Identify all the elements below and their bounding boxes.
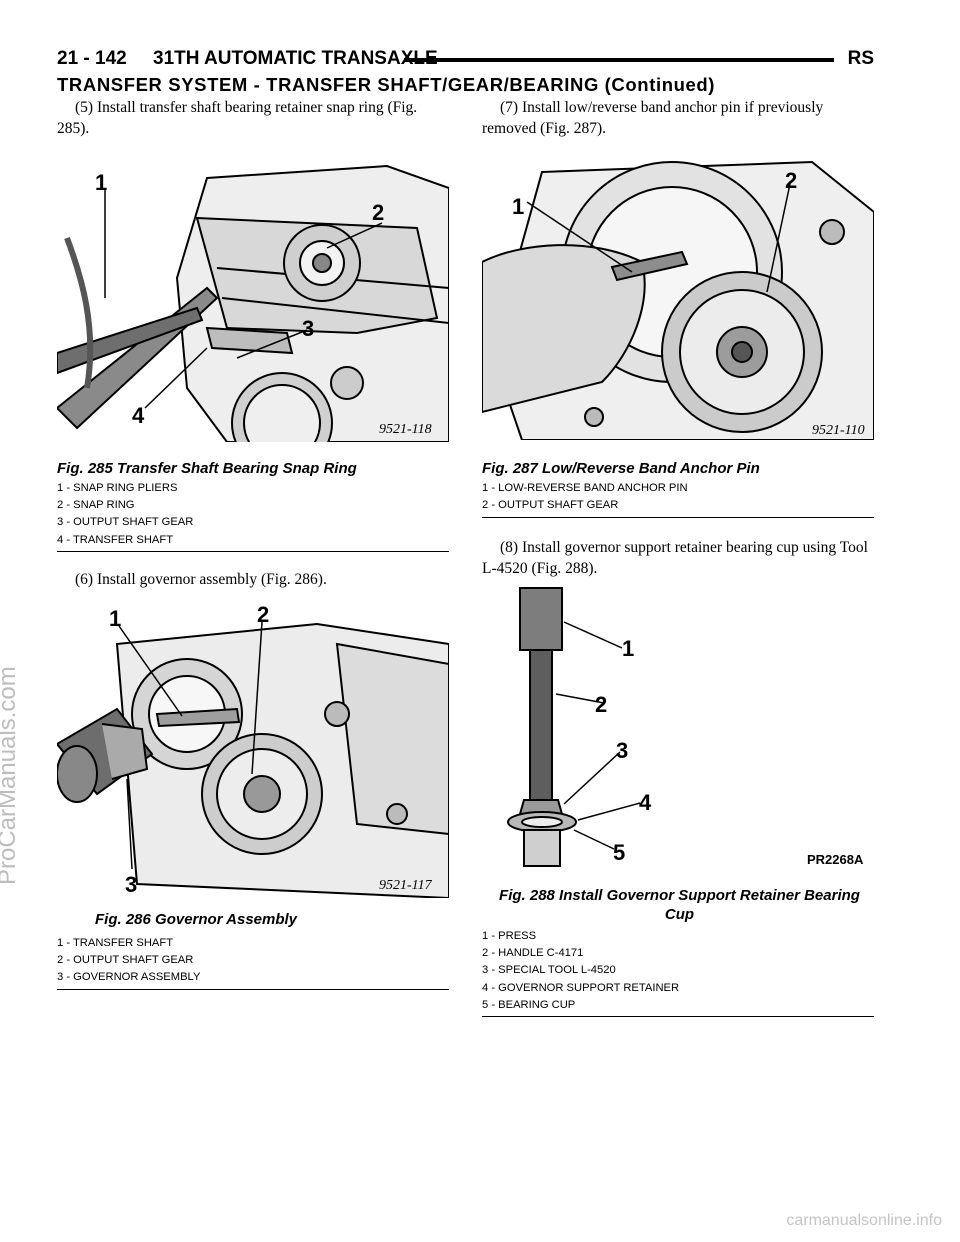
- callout-1: 1: [95, 170, 107, 195]
- step-5-text: (5) Install transfer shaft bearing retai…: [57, 99, 418, 137]
- figure-285-legend: 1 - SNAP RING PLIERS 2 - SNAP RING 3 - O…: [57, 480, 449, 549]
- chapter-title: 31TH AUTOMATIC TRANSAXLE: [153, 48, 438, 69]
- art-code: 9521-110: [812, 423, 865, 438]
- step-7-text: (7) Install low/reverse band anchor pin …: [482, 99, 824, 137]
- legend-item: 3 - OUTPUT SHAFT GEAR: [57, 516, 194, 529]
- figure-286-rule: [57, 989, 449, 990]
- figure-286-caption: Fig. 286 Governor Assembly: [95, 911, 298, 928]
- legend-item: 3 - GOVERNOR ASSEMBLY: [57, 971, 201, 984]
- callout-4: 4: [132, 403, 145, 428]
- legend-item: 5 - BEARING CUP: [482, 998, 576, 1011]
- callout-1: 1: [622, 636, 634, 661]
- footer-watermark: carmanualsonline.info: [786, 1212, 942, 1229]
- figure-288-legend: 1 - PRESS 2 - HANDLE C-4171 3 - SPECIAL …: [482, 928, 874, 1014]
- header-rule: [404, 58, 834, 62]
- legend-item: 3 - SPECIAL TOOL L-4520: [482, 964, 616, 977]
- callout-4: 4: [639, 790, 652, 815]
- callout-2: 2: [372, 200, 384, 225]
- legend-item: 2 - OUTPUT SHAFT GEAR: [482, 499, 619, 512]
- figure-287-caption: Fig. 287 Low/Reverse Band Anchor Pin: [482, 460, 760, 477]
- callout-2: 2: [257, 604, 269, 627]
- legend-item: 1 - PRESS: [482, 930, 537, 942]
- art-code: 9521-117: [379, 878, 433, 893]
- callout-3: 3: [302, 316, 314, 341]
- callout-3: 3: [125, 872, 137, 897]
- legend-item: 4 - TRANSFER SHAFT: [57, 533, 174, 546]
- section-title: TRANSFER SYSTEM - TRANSFER SHAFT/GEAR/BE…: [57, 74, 716, 95]
- callout-2: 2: [595, 692, 607, 717]
- figure-286-illustration: 1 2 3 9521-117: [57, 604, 449, 898]
- side-watermark: ProCarManuals.com: [0, 666, 21, 885]
- step-6-text: (6) Install governor assembly (Fig. 286)…: [75, 571, 327, 588]
- callout-5: 5: [613, 840, 625, 865]
- figure-287-illustration: 1 2 9521-110: [482, 152, 874, 440]
- figure-285-rule: [57, 551, 449, 552]
- figure-287-legend: 1 - LOW-REVERSE BAND ANCHOR PIN 2 - OUTP…: [482, 480, 874, 514]
- figure-288-illustration: 1 2 3 4 5 PR2268A: [482, 582, 874, 872]
- figure-285-illustration: 1 2 3 4 9521-118: [57, 158, 449, 442]
- callout-2: 2: [785, 168, 797, 193]
- art-code: 9521-118: [379, 422, 432, 437]
- callout-1: 1: [109, 606, 121, 631]
- legend-item: 2 - OUTPUT SHAFT GEAR: [57, 954, 194, 967]
- legend-item: 1 - SNAP RING PLIERS: [57, 482, 178, 494]
- legend-item: 2 - HANDLE C-4171: [482, 947, 584, 960]
- legend-item: 2 - SNAP RING: [57, 499, 135, 512]
- step-8-text: (8) Install governor support retainer be…: [482, 539, 868, 577]
- legend-item: 4 - GOVERNOR SUPPORT RETAINER: [482, 981, 680, 994]
- callout-1: 1: [512, 194, 524, 219]
- art-code: PR2268A: [807, 852, 864, 867]
- legend-item: 1 - TRANSFER SHAFT: [57, 937, 174, 949]
- figure-287-rule: [482, 517, 874, 518]
- model-code: RS: [847, 48, 874, 69]
- figure-288-rule: [482, 1016, 874, 1017]
- page-header: 21 - 142 31TH AUTOMATIC TRANSAXLE RS: [57, 44, 874, 72]
- figure-285-caption: Fig. 285 Transfer Shaft Bearing Snap Rin…: [57, 460, 357, 477]
- legend-item: 1 - LOW-REVERSE BAND ANCHOR PIN: [482, 482, 688, 494]
- callout-3: 3: [616, 738, 628, 763]
- page-number: 21 - 142: [57, 48, 127, 69]
- figure-288-caption: Fig. 288 Install Governor Support Retain…: [499, 887, 860, 923]
- figure-286-legend: 1 - TRANSFER SHAFT 2 - OUTPUT SHAFT GEAR…: [57, 935, 449, 987]
